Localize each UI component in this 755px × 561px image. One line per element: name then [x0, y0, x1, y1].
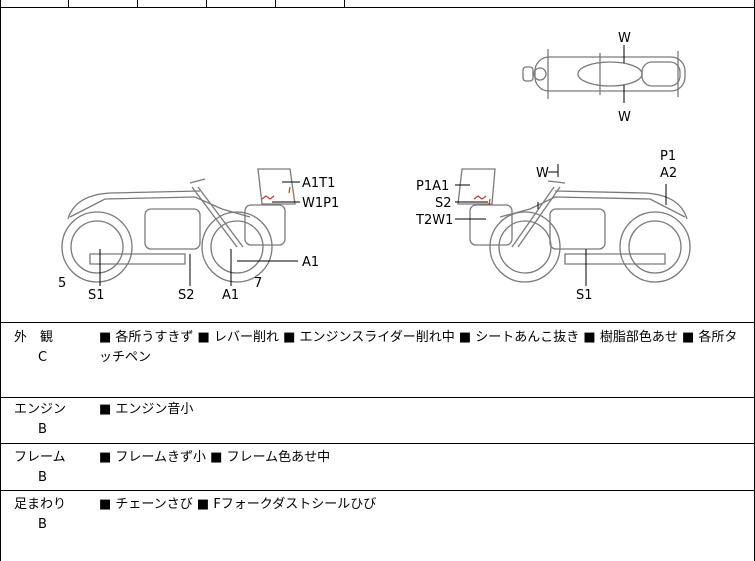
row-grade: B — [38, 422, 47, 437]
damage-scratch-left — [261, 186, 291, 200]
label-a1-bottom: A1 — [222, 288, 239, 303]
row-notes: ■ エンジン音小 — [99, 402, 194, 417]
top-mark-w-lower: W — [618, 110, 631, 125]
divider — [0, 443, 755, 444]
top-mark-w-upper: W — [618, 31, 631, 46]
label-7: 7 — [254, 276, 262, 291]
label-5: 5 — [58, 276, 66, 291]
table-cell — [137, 0, 207, 7]
condition-row-engine: エンジン B ■ エンジン音小 — [0, 400, 755, 440]
label-s2-left: S2 — [178, 288, 195, 303]
condition-row-suspension: 足まわり B ■ チェーンさび ■ Fフォークダストシールひび — [0, 495, 755, 555]
label-s2-right: S2 — [435, 196, 452, 211]
row-category: 足まわり — [14, 497, 67, 512]
table-cell — [275, 0, 345, 7]
row-category: エンジン — [14, 402, 67, 417]
motorcycle-diagram-svg: W W A1T1 W1P1 A1 5 — [58, 31, 691, 303]
right-side-motorcycle-icon — [457, 168, 691, 283]
row-label: エンジン B — [14, 400, 86, 440]
label-p1-right: P1 — [660, 149, 676, 164]
row-label: フレーム B — [14, 448, 86, 488]
divider — [0, 490, 755, 491]
label-w1p1: W1P1 — [302, 196, 339, 211]
row-grade: C — [38, 350, 48, 365]
damage-scratch-right — [473, 195, 491, 206]
divider — [0, 322, 755, 323]
label-p1a1: P1A1 — [416, 179, 449, 194]
table-cell — [206, 0, 276, 7]
label-s1-right: S1 — [576, 288, 593, 303]
row-category: 外 観 — [14, 330, 54, 345]
divider — [0, 7, 755, 8]
top-view-motorcycle-icon — [522, 49, 686, 99]
label-a1-front: A1 — [302, 255, 319, 270]
condition-row-frame: フレーム B ■ フレームきず小 ■ フレーム色あせ中 — [0, 448, 755, 488]
damage-diagram: W W A1T1 W1P1 A1 5 — [0, 9, 755, 322]
condition-row-exterior: 外 観 C ■ 各所うすきず ■ レバー削れ ■ エンジンスライダー削れ中 ■ … — [0, 328, 755, 396]
left-side-motorcycle-icon — [61, 168, 296, 283]
row-label: 足まわり B — [14, 495, 86, 535]
row-notes: ■ フレームきず小 ■ フレーム色あせ中 — [99, 450, 331, 465]
label-t2w1: T2W1 — [415, 213, 453, 228]
row-notes: ■ 各所うすきず ■ レバー削れ ■ エンジンスライダー削れ中 ■ シートあんこ… — [99, 330, 738, 365]
divider — [0, 397, 755, 398]
label-w-right: W — [536, 166, 549, 181]
label-s1-left: S1 — [88, 288, 105, 303]
row-notes: ■ チェーンさび ■ Fフォークダストシールひび — [99, 497, 377, 512]
row-label: 外 観 C — [14, 328, 86, 368]
row-grade: B — [38, 470, 47, 485]
label-a1t1: A1T1 — [302, 176, 335, 191]
table-cell — [68, 0, 138, 7]
row-grade: B — [38, 517, 47, 532]
label-a2: A2 — [660, 166, 677, 181]
row-category: フレーム — [14, 450, 66, 465]
previous-table-row — [0, 0, 755, 7]
table-cell — [0, 0, 69, 7]
